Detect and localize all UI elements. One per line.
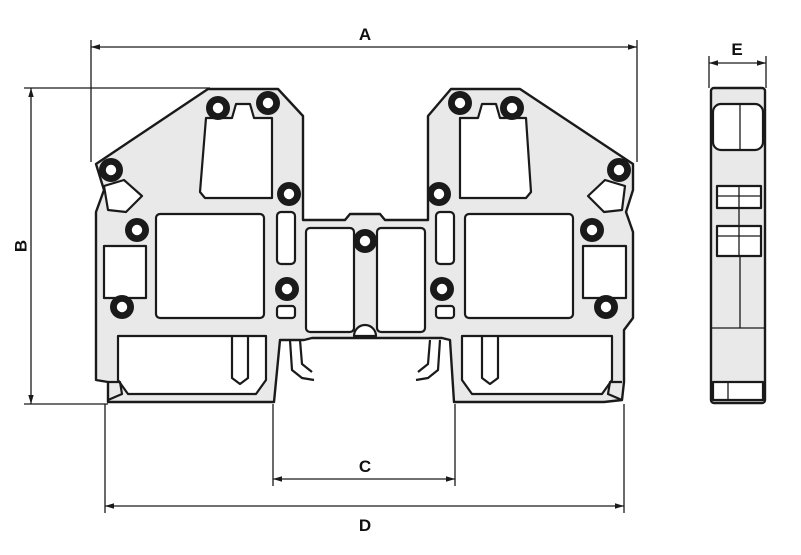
center-left-channel [304,226,356,334]
front-view [94,87,635,404]
screw-icon [430,277,454,301]
screw-icon [594,295,618,319]
right-upper-clamp-window [458,102,533,200]
screw-icon [607,158,631,182]
screw-icon [99,158,123,182]
center-right-channel [375,226,427,334]
right-din-latch [415,339,442,382]
left-din-latch [288,339,315,382]
right-conductor-entry [463,212,575,320]
left-conductor-entry [154,212,266,320]
left-small-slot [275,304,297,320]
screw-icon [277,182,301,206]
right-small-slot [434,304,456,320]
screw-icon [353,229,377,253]
dimension-label-c: C [359,457,371,476]
left-spring-tab [230,336,250,386]
left-foot-window [116,334,268,396]
screw-icon [448,91,472,115]
right-side-notch-lower [581,244,628,300]
side-view [709,86,767,405]
screw-icon [125,218,149,242]
dimension-label-a: A [359,25,371,44]
right-side-notch-upper [586,178,627,214]
left-upper-clamp-window [198,102,274,200]
screw-icon [256,91,280,115]
right-foot-end [606,380,623,402]
right-spring-tab [480,336,500,386]
dimension-lines [24,40,767,513]
screw-icon [500,96,524,120]
left-foot-end [107,380,124,402]
side-foot [711,380,765,402]
right-slot [434,210,456,266]
screw-icon [206,96,230,120]
screw-icon [580,218,604,242]
left-side-notch-lower [102,244,148,300]
screw-icon [275,277,299,301]
dimension-label-d: D [359,516,371,535]
screw-icon [427,182,451,206]
right-foot-window [460,334,614,396]
side-top-cap [711,102,765,152]
center-test-socket [352,323,378,338]
dimension-label-e: E [731,40,742,59]
left-slot [275,210,297,266]
left-side-notch-upper [102,178,144,214]
screw-icon [110,295,134,319]
dimension-label-b: B [11,240,30,252]
